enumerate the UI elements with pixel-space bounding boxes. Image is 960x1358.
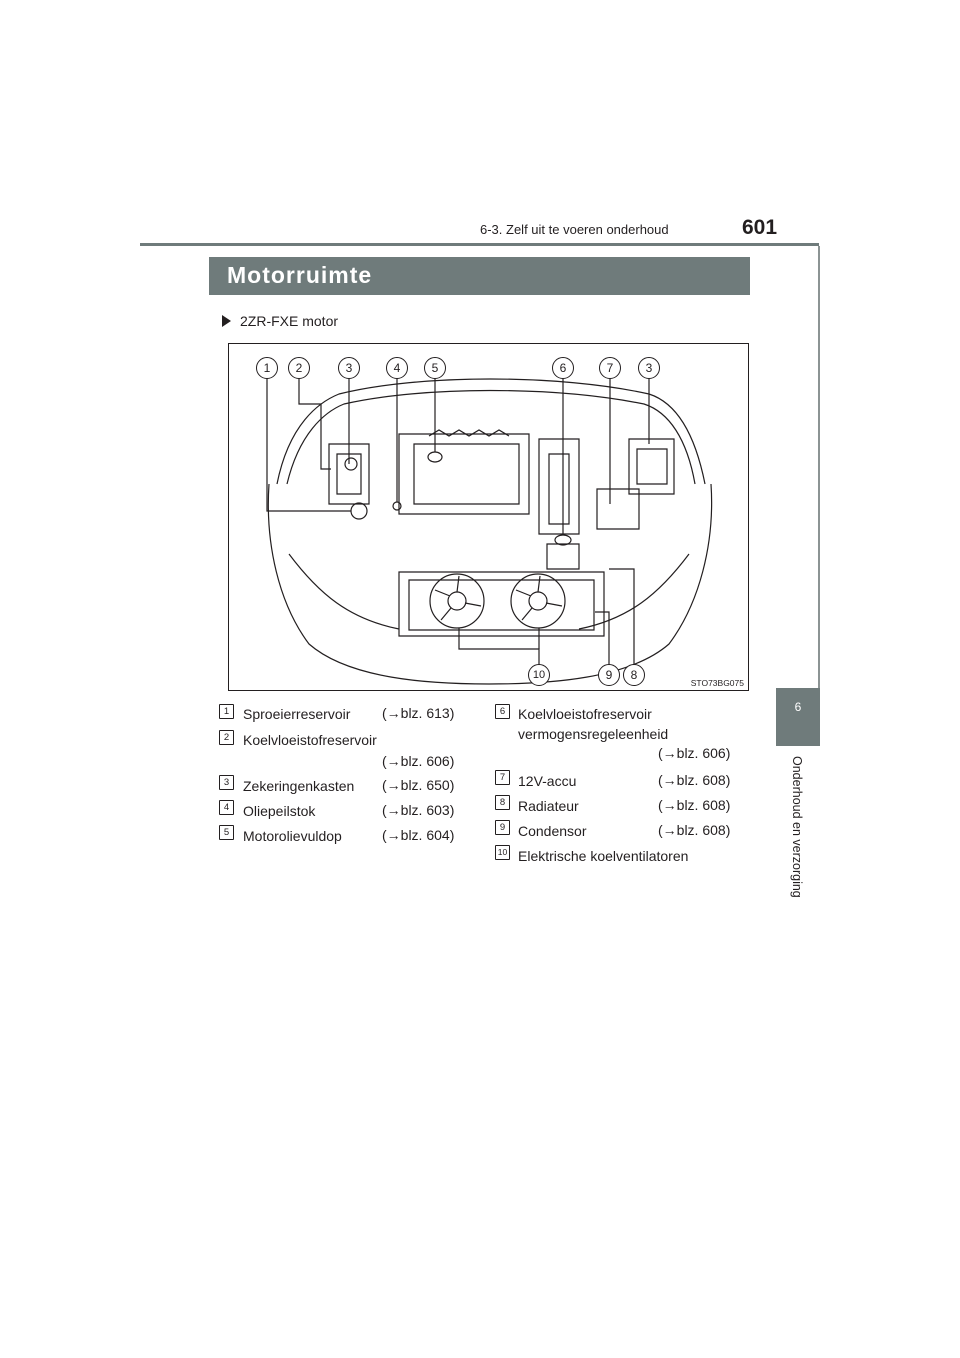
legend-badge-7: 7 [495,770,510,785]
chapter-tab-label: Onderhoud en verzorging [790,756,804,898]
legend-badge-9: 9 [495,820,510,835]
section-title-bar: Motorruimte [209,257,750,295]
running-header-section: 6-3. Zelf uit te voeren onderhoud [480,222,669,237]
callout-6: 6 [552,357,574,379]
chapter-tab-number: 6 [794,700,802,714]
legend-ref-6: (→blz. 606) [658,745,731,761]
callout-3: 3 [338,357,360,379]
engine-bay-drawing [266,374,713,685]
legend-ref-1: (→blz. 613) [382,705,455,721]
header-rule [140,243,819,246]
legend-label-9: Condensor [518,823,587,839]
legend-badge-10: 10 [495,845,510,860]
legend-label-8: Radiateur [518,798,579,814]
legend-ref-4: (→blz. 603) [382,802,455,818]
callout-3b: 3 [638,357,660,379]
legend-badge-4: 4 [219,800,234,815]
legend-badge-1: 1 [219,704,234,719]
page-number: 601 [742,216,778,239]
legend-label-4: Oliepeilstok [243,803,316,819]
legend-badge-3: 3 [219,775,234,790]
legend-badge-2: 2 [219,730,234,745]
callout-2: 2 [288,357,310,379]
legend-badge-6: 6 [495,704,510,719]
chapter-tab [776,688,820,746]
legend-ref-2: (→blz. 606) [382,753,455,769]
callout-1: 1 [256,357,278,379]
callout-9: 9 [598,664,620,686]
legend-badge-5: 5 [219,825,234,840]
legend-label-6: Koelvloeistofreservoir [518,706,652,722]
callout-4: 4 [386,357,408,379]
legend-label-7: 12V-accu [518,773,577,789]
legend-badge-8: 8 [495,795,510,810]
legend-ref-7: (→blz. 608) [658,772,731,788]
callout-7: 7 [599,357,621,379]
legend-ref-3: (→blz. 650) [382,777,455,793]
callout-8: 8 [623,664,645,686]
legend-label-10: Elektrische koelventilatoren [518,848,689,864]
legend-ref-9: (→blz. 608) [658,822,731,838]
section-title: Motorruimte [227,262,373,288]
legend-ref-5: (→blz. 604) [382,827,455,843]
side-rule [818,246,820,688]
legend-ref-8: (→blz. 608) [658,797,731,813]
legend-label-3: Zekeringenkasten [243,778,355,794]
triangle-bullet-icon [222,315,231,327]
legend-label-6-line2: vermogensregeleenheid [518,726,669,742]
legend-label-2: Koelvloeistofreservoir [243,732,377,748]
engine-bay-illustration: STO73BG075 [228,343,749,691]
callout-10: 10 [528,664,550,686]
subheading: 2ZR-FXE motor [222,313,338,329]
legend-label-5: Motorolievuldop [243,828,342,844]
subheading-text: 2ZR-FXE motor [240,313,339,329]
figure-code: STO73BG075 [690,678,744,688]
legend-label-1: Sproeierreservoir [243,706,351,722]
callout-5: 5 [424,357,446,379]
